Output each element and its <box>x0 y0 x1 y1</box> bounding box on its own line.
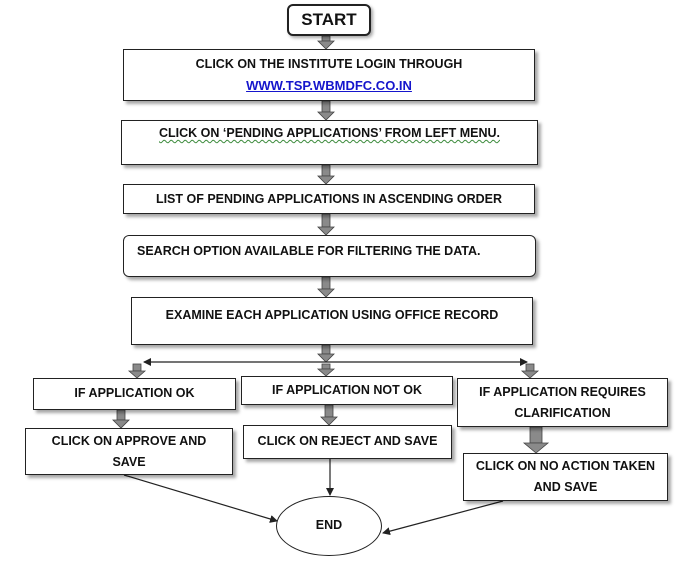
block-arrow-step1-to-step2 <box>317 100 335 121</box>
step-pending-applications: CLICK ON ‘PENDING APPLICATIONS’ FROM LEF… <box>121 120 538 165</box>
block-arrow-step3-to-step4 <box>317 213 335 236</box>
action-reject-save: CLICK ON REJECT AND SAVE <box>243 425 452 459</box>
step-pending-applications-text: CLICK ON ‘PENDING APPLICATIONS’ FROM LEF… <box>159 126 500 140</box>
block-arrow-ok-to-approve <box>112 409 130 429</box>
branch-application-ok: IF APPLICATION OK <box>33 378 236 410</box>
branch-requires-clarification-line2: CLARIFICATION <box>514 406 611 420</box>
block-arrow-split-to-ok <box>127 363 147 379</box>
action-no-action-taken-line1: CLICK ON NO ACTION TAKEN <box>475 459 656 473</box>
step-search-option: SEARCH OPTION AVAILABLE FOR FILTERING TH… <box>123 235 536 277</box>
block-arrow-start-to-step1 <box>317 35 335 50</box>
action-approve-save-line1: CLICK ON APPROVE AND <box>51 434 207 448</box>
block-arrow-step4-to-step5 <box>317 276 335 298</box>
step-institute-login: CLICK ON THE INSTITUTE LOGIN THROUGH WWW… <box>123 49 535 101</box>
branch-application-not-ok: IF APPLICATION NOT OK <box>241 376 453 405</box>
portal-link[interactable]: WWW.TSP.WBMDFC.CO.IN <box>246 78 412 93</box>
block-arrow-step5-to-split <box>317 344 335 363</box>
end-node: END <box>276 496 382 556</box>
start-node: START <box>287 4 371 36</box>
block-arrow-split-to-clarify <box>520 363 540 379</box>
action-no-action-taken-line2: AND SAVE <box>533 480 598 494</box>
branch-requires-clarification: IF APPLICATION REQUIRES CLARIFICATION <box>457 378 668 427</box>
block-arrow-clarify-to-noaction <box>522 426 550 454</box>
step-list-ascending: LIST OF PENDING APPLICATIONS IN ASCENDIN… <box>123 184 535 214</box>
block-arrow-split-to-notok <box>316 363 336 377</box>
step-institute-login-text: CLICK ON THE INSTITUTE LOGIN THROUGH <box>195 57 463 71</box>
step-examine-application: EXAMINE EACH APPLICATION USING OFFICE RE… <box>131 297 533 345</box>
action-approve-save-line2: SAVE <box>112 455 146 469</box>
arrow-noaction-to-end <box>382 500 504 536</box>
action-no-action-taken: CLICK ON NO ACTION TAKEN AND SAVE <box>463 453 668 501</box>
block-arrow-notok-to-reject <box>320 404 338 426</box>
action-approve-save: CLICK ON APPROVE AND SAVE <box>25 428 233 475</box>
arrow-approve-to-end <box>123 474 278 523</box>
block-arrow-step2-to-step3 <box>317 164 335 185</box>
branch-requires-clarification-line1: IF APPLICATION REQUIRES <box>479 385 646 399</box>
